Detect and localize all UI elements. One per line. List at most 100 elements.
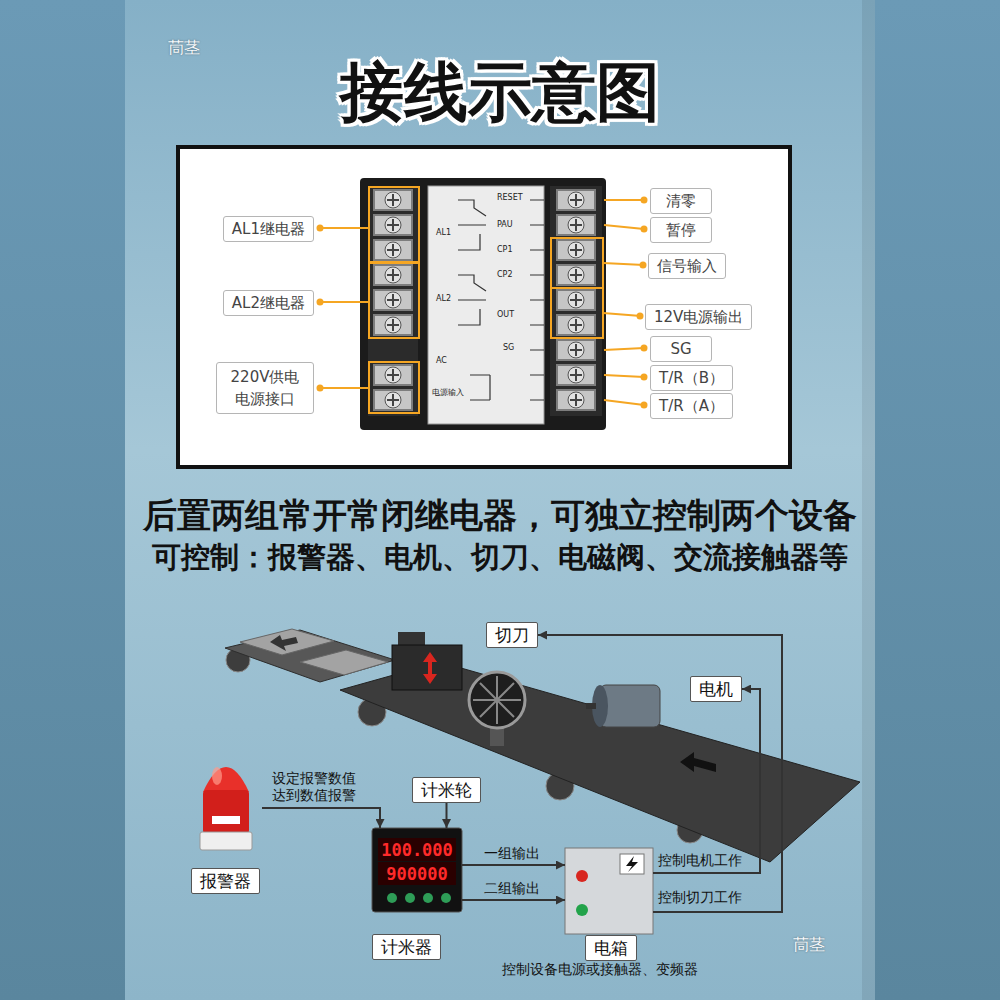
stop-button bbox=[576, 870, 588, 882]
screw-terminal bbox=[373, 389, 413, 411]
connector bbox=[446, 803, 448, 828]
node-text: 暂停 bbox=[659, 221, 703, 239]
screw-terminal bbox=[556, 264, 596, 286]
edge-label: 控制切刀工作 bbox=[658, 889, 742, 906]
direction-arrow bbox=[270, 635, 298, 651]
screw-terminal bbox=[373, 214, 413, 236]
leader-dots bbox=[317, 197, 648, 409]
counter-button bbox=[387, 893, 397, 903]
meter-wheel bbox=[469, 672, 525, 728]
counter-digits: 100.000 bbox=[378, 838, 456, 862]
counter-body bbox=[372, 828, 462, 912]
counter-button bbox=[423, 893, 433, 903]
terminal-bracket bbox=[369, 187, 419, 262]
leader-group bbox=[320, 187, 644, 413]
node-text: 计米器 bbox=[372, 934, 441, 960]
leader-dot bbox=[640, 262, 647, 269]
terminal-mark: AL1 bbox=[436, 228, 451, 238]
controller-body bbox=[360, 178, 606, 430]
screw-terminal bbox=[556, 239, 596, 261]
node-text: 信号输入 bbox=[657, 257, 717, 275]
leader-dot bbox=[641, 226, 648, 233]
box-caption: 控制设备电源或接触器、变频器 bbox=[502, 961, 698, 978]
motor-label: 电机 bbox=[690, 676, 742, 702]
cutter-arrow bbox=[423, 652, 437, 684]
cut-plate bbox=[300, 650, 388, 675]
terminal-mark: SG bbox=[503, 343, 514, 353]
node-text: T/R（B） bbox=[659, 369, 724, 387]
alarm-highlight bbox=[212, 767, 222, 785]
leader-dot bbox=[317, 299, 324, 306]
motor bbox=[600, 685, 660, 727]
counter-digits: 900000 bbox=[378, 862, 456, 886]
center-panel bbox=[125, 0, 875, 1000]
leader-dot bbox=[641, 197, 648, 204]
terminal-bracket bbox=[551, 238, 603, 288]
leader-line bbox=[603, 200, 644, 405]
connector bbox=[462, 899, 565, 901]
node-text: 切刀 bbox=[495, 625, 529, 645]
terminal-mark: CP2 bbox=[497, 270, 513, 280]
cutter-head bbox=[398, 632, 425, 645]
screw-terminal bbox=[556, 389, 596, 411]
alarm-dome bbox=[203, 767, 249, 792]
node-text: 计米轮 bbox=[421, 780, 472, 800]
leader-dot bbox=[637, 313, 644, 320]
node-text: SG bbox=[659, 340, 703, 358]
node-text: AL2继电器 bbox=[232, 294, 305, 312]
screw-terminal bbox=[373, 189, 413, 211]
screw-terminal bbox=[556, 289, 596, 311]
motor-shaft bbox=[586, 703, 596, 709]
connector bbox=[262, 808, 380, 828]
terminal-mark: AL2 bbox=[436, 294, 451, 304]
direction-arrow bbox=[680, 752, 716, 772]
screw-terminal bbox=[556, 339, 596, 361]
screw-terminal bbox=[556, 189, 596, 211]
feature-note: 后置两组常开常闭继电器，可独立控制两个设备 bbox=[143, 495, 857, 536]
alarm-node: 报警器 bbox=[190, 752, 262, 897]
alarm-base bbox=[200, 832, 252, 850]
terminal-mark: PAU bbox=[497, 220, 513, 230]
screw-terminal bbox=[373, 314, 413, 336]
terminal-label: 暂停 bbox=[650, 217, 712, 243]
node-text: 报警器 bbox=[191, 868, 260, 894]
leader-dot bbox=[641, 402, 648, 409]
cutter bbox=[392, 645, 462, 690]
warning-plate bbox=[620, 854, 644, 874]
terminal-label: 信号输入 bbox=[648, 253, 726, 279]
terminal-label: T/R（A） bbox=[650, 393, 733, 419]
edge-label: 控制电机工作 bbox=[658, 852, 742, 869]
counter-button bbox=[441, 893, 451, 903]
terminal-mark: CP1 bbox=[497, 245, 513, 255]
terminal-bracket bbox=[369, 362, 419, 413]
leader-dot bbox=[317, 225, 324, 232]
panel-shadow bbox=[862, 0, 875, 1000]
title: 接线示意图 bbox=[0, 56, 1000, 128]
relay-label: AL2继电器 bbox=[223, 290, 314, 316]
electric-box: 电箱 bbox=[565, 848, 653, 960]
node-text: 清零 bbox=[659, 192, 703, 210]
terminal-ticks bbox=[530, 200, 544, 400]
counter-button bbox=[405, 893, 415, 903]
terminal-strip bbox=[368, 186, 418, 416]
screw-terminal bbox=[373, 239, 413, 261]
terminal-label: 清零 bbox=[650, 188, 712, 214]
power-label: 220V供电 电源接口 bbox=[216, 362, 314, 414]
screw-terminal bbox=[556, 314, 596, 336]
wheel-spokes bbox=[473, 676, 521, 724]
start-button bbox=[576, 904, 588, 916]
node-text: 220V供电 电源接口 bbox=[225, 366, 305, 410]
node-text: 12V电源输出 bbox=[654, 308, 743, 326]
meter-counter: 100.000900000 计米器 bbox=[372, 828, 462, 960]
connector bbox=[538, 635, 782, 912]
terminal-mark: OUT bbox=[497, 310, 514, 320]
terminal-mark: RESET bbox=[497, 193, 523, 203]
node-text: T/R（A） bbox=[659, 397, 724, 415]
meter-wheel-label: 计米轮 bbox=[412, 777, 481, 803]
screw-terminal bbox=[556, 214, 596, 236]
node-text: 电机 bbox=[699, 679, 733, 699]
leader-dot bbox=[317, 385, 324, 392]
node-text: 电箱 bbox=[585, 935, 637, 961]
screw-terminal bbox=[373, 289, 413, 311]
